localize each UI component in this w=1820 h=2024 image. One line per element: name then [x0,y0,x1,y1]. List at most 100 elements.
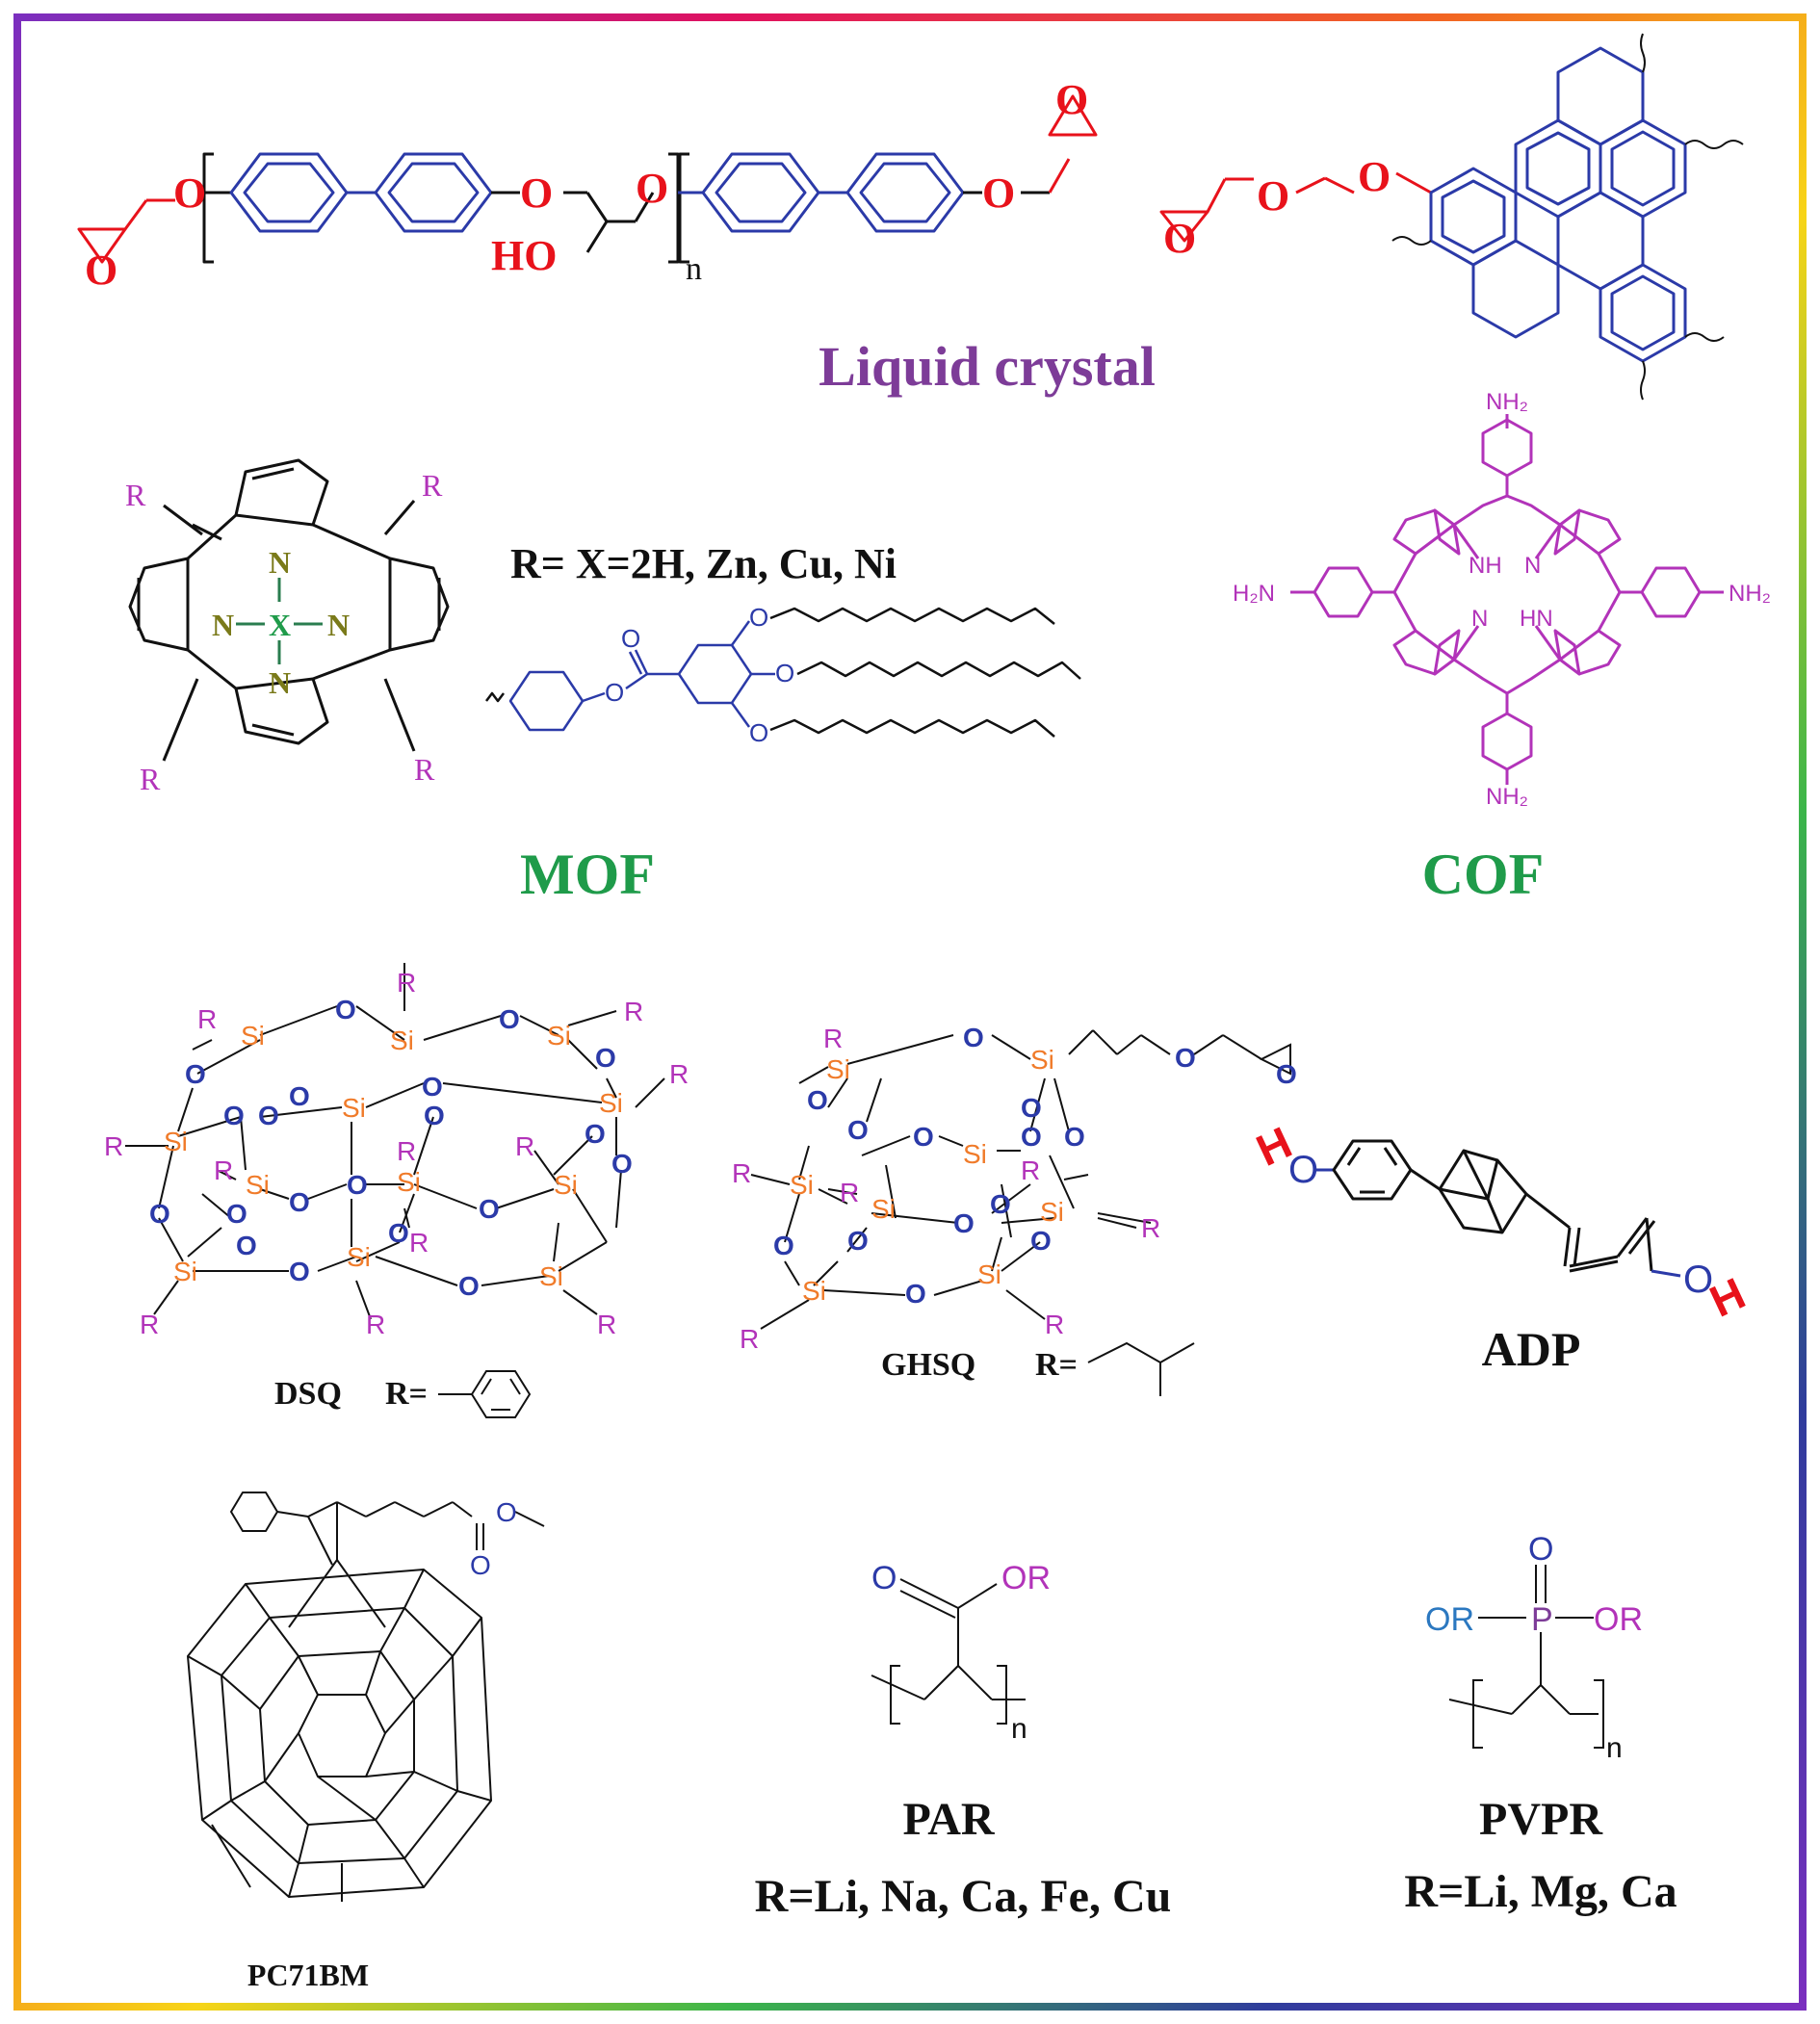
cof-porphyrin-atoms: NH₂ NH₂ H₂N NH₂ NH N N HN [1233,389,1771,810]
atom-ho: HO [491,232,557,279]
par-structure [871,1578,1026,1725]
pvpr-atoms: O P OR OR n [1425,1531,1643,1764]
atom-o: O [905,1279,926,1309]
atom-o: O [236,1231,257,1260]
atom-r: R [140,762,161,796]
atom-o: O [470,1550,491,1580]
atom-o: O [953,1208,975,1238]
atom-o: O [990,1189,1011,1219]
atom-n: N [269,545,291,580]
atom-n: N [1471,606,1488,632]
atom-o: O [847,1226,869,1256]
atom-si: Si [871,1194,896,1224]
atom-r: R [840,1178,859,1207]
liquid-crystal-polymer [77,94,1098,264]
pvpr-r-definition: R=Li, Mg, Ca [1404,1866,1677,1917]
pc71bm-structure [187,1492,545,1902]
atom-o: O [1683,1259,1713,1301]
atom-o: O [520,169,553,217]
atom-h2n: H₂N [1233,581,1275,607]
atom-o: O [773,1231,794,1260]
atom-o: O [636,165,668,212]
atom-r: R [422,468,443,503]
atom-nh2: NH₂ [1486,784,1528,810]
atom-si: Si [241,1021,265,1051]
label-liquid-crystal: Liquid crystal [819,335,1156,398]
label-ghsq-r: R= [1035,1347,1078,1383]
atom-o: O [595,1043,616,1073]
atom-r: R [515,1131,534,1161]
adp-structure [1314,1139,1681,1278]
label-cof: COF [1422,843,1545,906]
atom-o: O [749,603,768,632]
atom-o: O [605,678,624,707]
atom-o: O [479,1194,500,1224]
mof-porphyrin-atoms: N N N N X R R R R [125,468,443,796]
atom-o: O [1163,215,1196,262]
atom-nh2: NH₂ [1486,389,1528,415]
pvpr-structure [1448,1565,1604,1749]
atom-r: R [732,1158,751,1188]
atom-o: O [289,1081,310,1111]
dsq-cage [125,963,665,1320]
atom-r: R [125,478,146,512]
atom-or: OR [1594,1601,1643,1638]
label-pc71bm: PC71BM [247,1958,369,1992]
atom-o: O [1276,1059,1297,1089]
mof-porphyrin [128,458,450,762]
atom-r: R [397,968,416,998]
atom-si: Si [347,1242,371,1272]
par-r-definition: R=Li, Na, Ca, Fe, Cu [755,1871,1172,1922]
ghsq-cage-atoms: Si Si Si Si Si Si Si Si O O O O O O O O … [732,1023,1297,1354]
atom-o: O [807,1085,828,1115]
repeat-n: n [1606,1732,1623,1764]
atom-r: R [740,1324,759,1354]
ghsq-cage [750,1029,1291,1330]
atom-o: O [496,1497,517,1527]
atom-o: O [289,1257,310,1286]
atom-si: Si [1040,1197,1064,1227]
atom-o: O [847,1115,869,1145]
atom-o: O [1175,1043,1196,1073]
atom-o: O [1358,153,1391,200]
atom-r: R [140,1310,159,1339]
atom-r: R [197,1004,217,1034]
atom-si: Si [1030,1045,1054,1075]
atom-r: R [823,1024,843,1053]
atom-p: P [1531,1601,1553,1638]
label-ghsq: GHSQ [881,1347,975,1383]
atom-or: OR [1001,1560,1051,1596]
liquid-crystal-triphenylene-atoms: O O O [1163,153,1391,262]
atom-si: Si [554,1170,578,1200]
ghsq-isobutyl-group [1087,1341,1195,1396]
repeat-n: n [1011,1713,1027,1745]
atom-o: O [1021,1093,1042,1123]
atom-o: O [1257,172,1289,220]
atom-o: O [289,1187,310,1217]
dsq-phenyl-group [438,1370,532,1418]
atom-o: O [335,995,356,1025]
atom-r: R [104,1131,123,1161]
atom-si: Si [977,1259,1001,1289]
atom-o: O [258,1101,279,1130]
atom-o: O [1064,1122,1085,1152]
liquid-crystal-triphenylene [1159,33,1744,401]
atom-r: R [1045,1310,1064,1339]
atom-hn: HN [1520,606,1553,632]
par-atoms: O OR n [871,1560,1051,1745]
atom-or: OR [1425,1601,1474,1638]
label-par: PAR [902,1794,995,1845]
atom-si: Si [539,1261,563,1291]
atom-si: Si [397,1167,421,1197]
atom-r: R [1141,1213,1160,1243]
atom-r: R [414,752,435,787]
rainbow-frame [13,13,1807,2011]
atom-o: O [424,1101,445,1130]
atom-o: O [871,1560,897,1596]
atom-si: Si [790,1170,814,1200]
atom-o: O [347,1170,368,1200]
atom-o: O [913,1122,934,1152]
atom-o: O [1055,76,1088,123]
atom-o: O [749,718,768,747]
label-adp: ADP [1482,1322,1581,1376]
